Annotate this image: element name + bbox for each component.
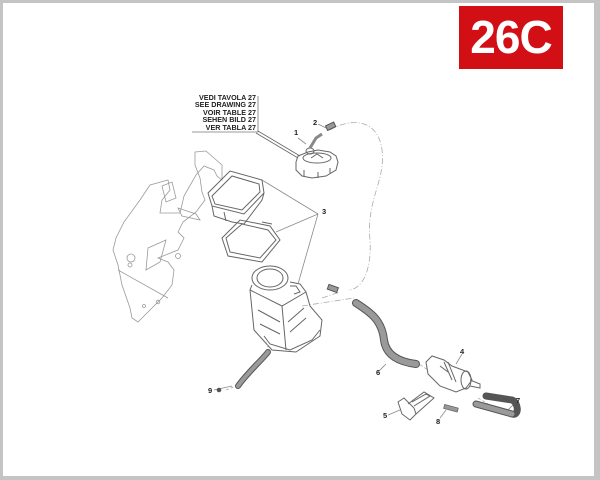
mounting-bracket <box>112 150 223 323</box>
callout-6: 6 <box>376 368 381 377</box>
callout-1: 1 <box>294 128 299 137</box>
valve-assembly <box>425 355 481 393</box>
callout-4: 4 <box>460 347 465 356</box>
expansion-tank <box>249 265 323 353</box>
reference-note-line: VEDI TAVOLA 27 <box>199 93 256 102</box>
filler-cap <box>295 132 339 179</box>
hoses <box>216 121 521 418</box>
callout-2: 2 <box>313 118 318 127</box>
reference-note-line: VER TABLA 27 <box>205 122 256 132</box>
connector-part <box>443 404 459 413</box>
reference-note-line: VOIR TABLE 27 <box>203 107 256 117</box>
callout-5: 5 <box>383 411 388 420</box>
tank-shell-lower <box>221 219 281 263</box>
callout-7: 7 <box>516 396 521 405</box>
bracket-part <box>397 391 435 421</box>
tank-shell-upper <box>207 170 265 225</box>
callout-9: 9 <box>208 386 213 395</box>
reference-note-line: SEHEN BILD 27 <box>202 115 256 125</box>
reference-note-line: SEE DRAWING 27 <box>194 100 256 110</box>
callout-8: 8 <box>436 417 441 426</box>
callout-3: 3 <box>322 207 327 216</box>
reference-note: VEDI TAVOLA 27 SEE DRAWING 27 VOIR TABLE… <box>190 94 256 131</box>
page-code-badge: 26C <box>459 6 563 69</box>
